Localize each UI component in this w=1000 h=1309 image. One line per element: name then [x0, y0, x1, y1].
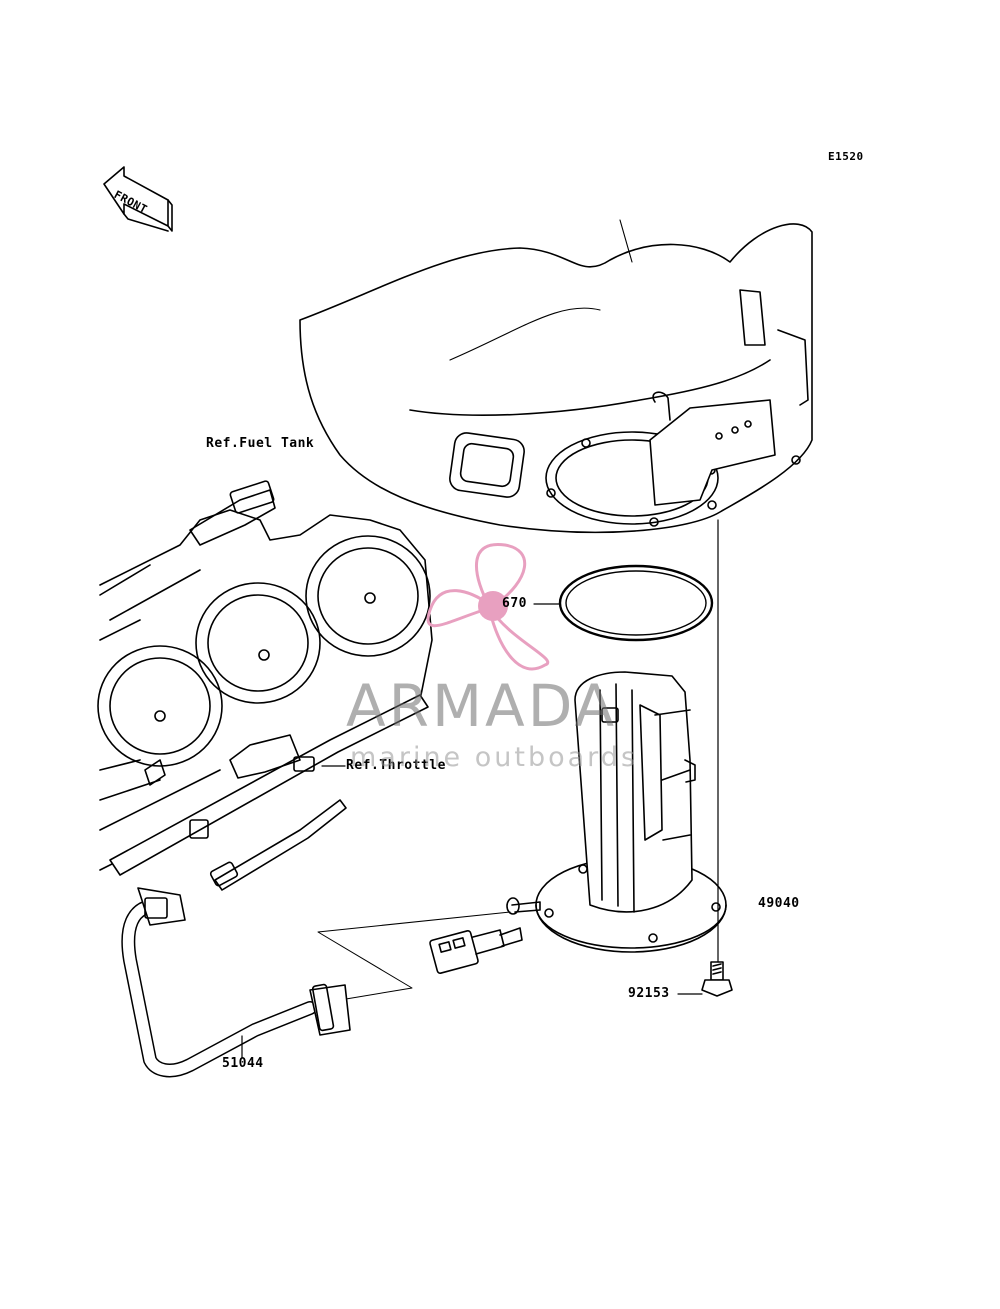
fuel-tank-outline	[299, 219, 813, 534]
fuel-hose	[121, 887, 351, 1078]
part-label-670: 670	[502, 596, 527, 611]
part-label-92153: 92153	[628, 986, 670, 1001]
reference-lines	[317, 911, 511, 1001]
gasket-ring	[558, 564, 714, 642]
watermark-propeller-icon	[426, 542, 550, 671]
part-label-49040: 49040	[758, 896, 800, 911]
diagram-code: E1520	[828, 150, 864, 163]
part-label-51044: 51044	[222, 1056, 264, 1071]
throttle-body-assembly	[97, 480, 433, 891]
ref-fuel-tank-label: Ref.Fuel Tank	[206, 436, 315, 451]
front-arrow-icon	[103, 166, 173, 232]
watermark-tagline: marine outboards	[350, 742, 639, 773]
bolt	[701, 961, 733, 997]
fuel-pump-assembly	[429, 671, 727, 974]
watermark-brand: ARMADA	[346, 672, 618, 740]
ref-throttle-label: Ref.Throttle	[346, 758, 446, 773]
leader-lines	[241, 519, 719, 1059]
